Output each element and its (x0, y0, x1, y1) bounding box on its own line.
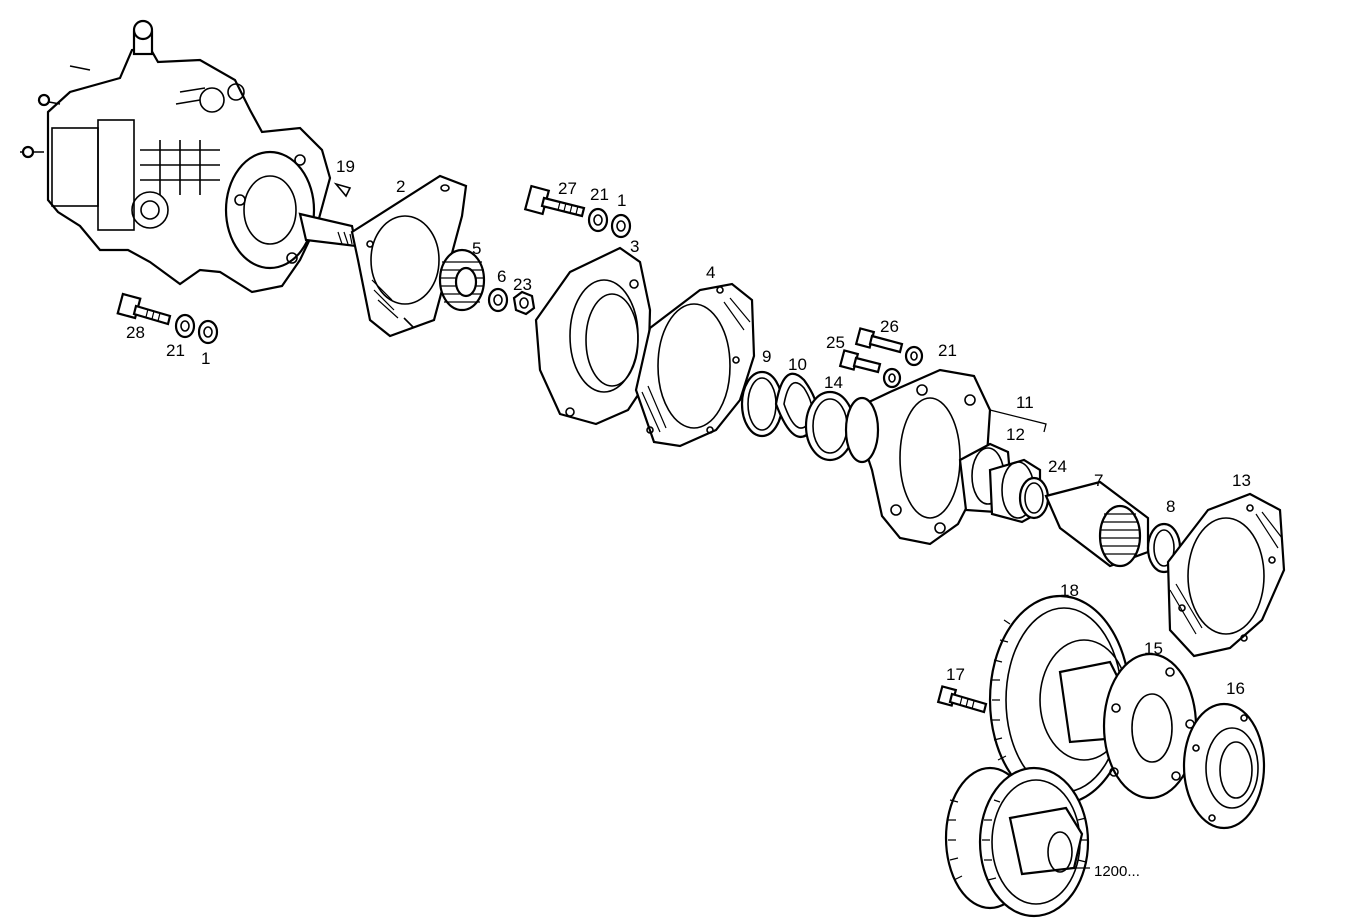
part-6-washer (487, 287, 509, 313)
part-17-bolt (936, 685, 988, 714)
part-13-cover (1166, 492, 1286, 658)
part-28-bolt (116, 292, 172, 326)
part-11-housing (844, 368, 992, 546)
callout-25: 25 (826, 333, 845, 352)
callout-18: 18 (1060, 581, 1079, 600)
callout-12: 12 (1006, 425, 1025, 444)
part-18-large-gear (988, 594, 1132, 806)
callout-16: 16 (1226, 679, 1245, 698)
part-21-washer-left (174, 313, 196, 339)
callout-27: 27 (558, 179, 577, 198)
part-24-ring (1018, 476, 1050, 520)
callout-21: 21 (590, 185, 609, 204)
callout-2: 2 (396, 177, 405, 196)
callout-7: 7 (1094, 471, 1103, 490)
callout-17: 17 (946, 665, 965, 684)
callout-28: 28 (126, 323, 145, 342)
callout-1200: 1200... (1094, 863, 1140, 880)
callout-11: 11 (1016, 393, 1034, 412)
callout-11-bracket (989, 409, 1047, 433)
callout-1: 1 (201, 349, 210, 368)
callout-5: 5 (472, 239, 481, 258)
callout-24: 24 (1048, 457, 1067, 476)
callout-26: 26 (880, 317, 899, 336)
part-21-washer-top (587, 207, 609, 233)
callout-19: 19 (336, 157, 355, 176)
callout-4: 4 (706, 263, 715, 282)
part-3-cover-plate (534, 246, 652, 426)
part-14-ring (804, 390, 856, 462)
callout-21: 21 (166, 341, 185, 360)
part-27-bolt (523, 184, 586, 218)
callout-13: 13 (1232, 471, 1251, 490)
part-5-small-gear (438, 248, 486, 312)
callout-15: 15 (1144, 639, 1163, 658)
part-7-shaft (1044, 480, 1150, 568)
part-1-washer-left (197, 319, 219, 345)
part-15-flange (1102, 652, 1198, 800)
part-25-bolt (838, 349, 882, 374)
callout-1: 1 (617, 191, 626, 210)
callout-8: 8 (1166, 497, 1175, 516)
injection-pump (20, 19, 358, 294)
part-1-washer-top (610, 213, 632, 239)
part-2-plate (350, 174, 468, 338)
callout-labels: 19 2 27 21 1 3 5 6 23 4 28 21 1 26 25 21… (126, 157, 1251, 880)
part-16-hub (1182, 702, 1266, 830)
callout-23: 23 (513, 275, 532, 294)
callout-9: 9 (762, 347, 771, 366)
part-4-gasket (634, 282, 756, 448)
gear-assembly-1200 (944, 766, 1090, 918)
part-23-nut (512, 290, 536, 316)
callout-21: 21 (938, 341, 957, 360)
callout-10: 10 (788, 355, 807, 374)
callout-3: 3 (630, 237, 639, 256)
callout-14: 14 (824, 373, 843, 392)
part-26-bolt (854, 327, 904, 354)
part-21-washer-middle (904, 345, 924, 367)
washer-middle-small (882, 367, 902, 389)
callout-6: 6 (497, 267, 506, 286)
